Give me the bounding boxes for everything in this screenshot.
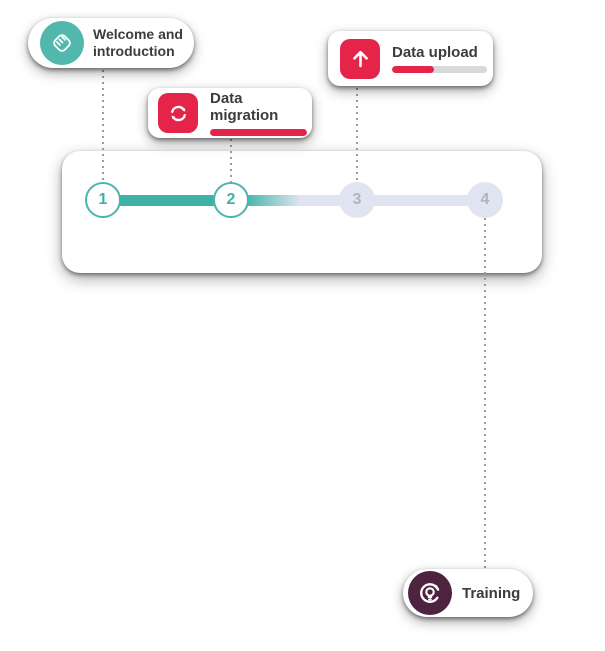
stepper-card: 1 2 3 4 xyxy=(62,151,542,273)
data-migration-card: Data migration xyxy=(148,88,312,138)
dotted-connector-upload xyxy=(356,88,358,183)
track-segment-3-4 xyxy=(357,195,485,206)
dotted-connector-training xyxy=(484,218,486,569)
welcome-card-label: Welcome and introduction xyxy=(93,26,183,59)
migration-progress-bar xyxy=(210,129,307,136)
data-upload-card: Data upload xyxy=(328,31,493,86)
data-migration-label: Data migration xyxy=(210,90,279,124)
training-label: Training xyxy=(462,584,521,602)
step-circle-3[interactable]: 3 xyxy=(339,182,375,218)
step-circle-1[interactable]: 1 xyxy=(85,182,121,218)
track-segment-2-3 xyxy=(231,195,357,206)
migration-progress-fill xyxy=(210,129,307,136)
upload-progress-fill xyxy=(392,66,434,73)
lightbulb-cycle-icon xyxy=(408,571,452,615)
data-upload-label: Data upload xyxy=(392,44,478,61)
training-card: Training xyxy=(403,569,533,617)
handshake-icon xyxy=(40,21,84,65)
step-circle-4[interactable]: 4 xyxy=(467,182,503,218)
track-segment-1-2 xyxy=(103,195,231,206)
upload-progress-bar xyxy=(392,66,487,73)
dotted-connector-migration xyxy=(230,139,232,183)
step-circle-2[interactable]: 2 xyxy=(213,182,249,218)
upload-arrow-icon xyxy=(340,38,380,79)
dotted-connector-welcome xyxy=(102,70,104,183)
welcome-card: Welcome and introduction xyxy=(28,18,194,68)
sync-icon xyxy=(158,93,198,133)
